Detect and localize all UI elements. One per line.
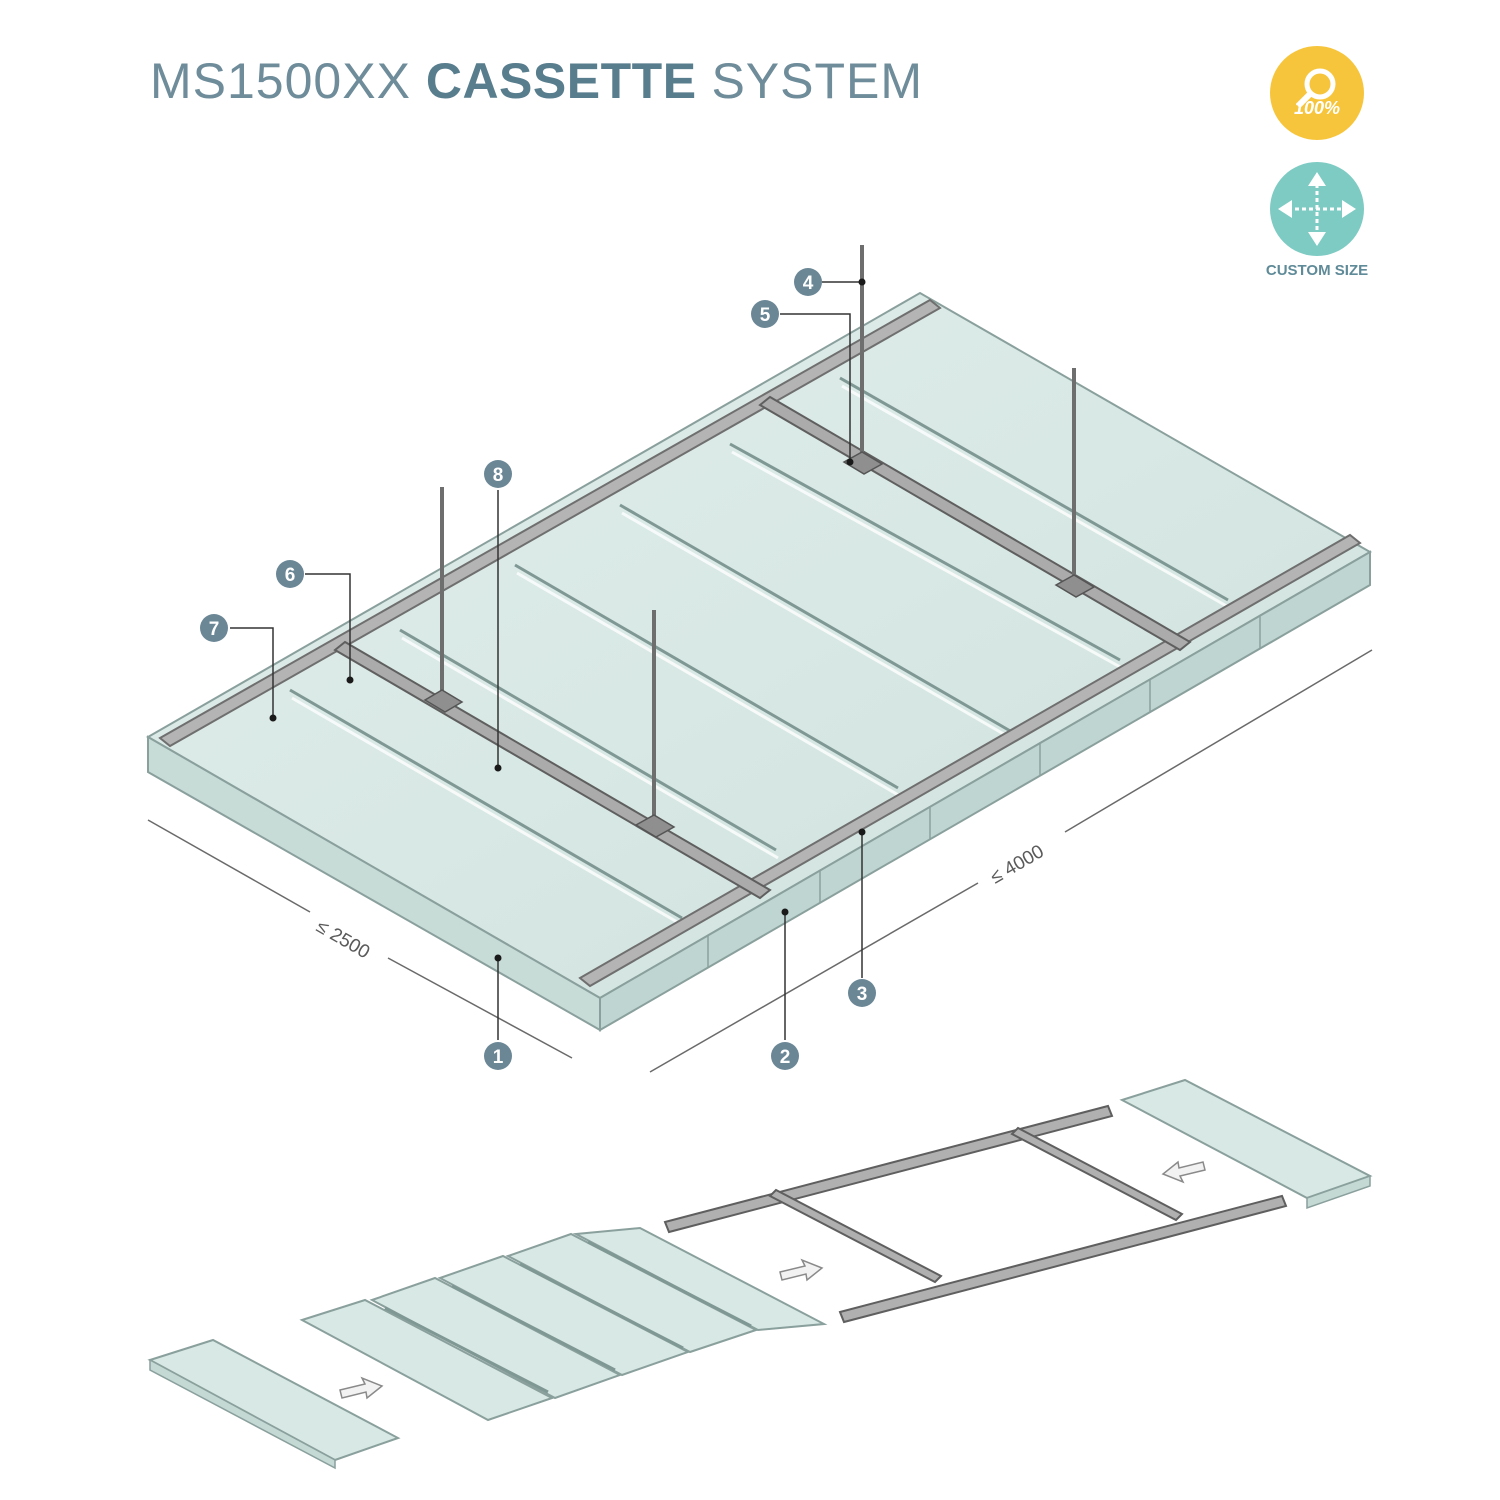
callout-8: 8 [484,460,512,488]
callout-4: 4 [794,268,822,296]
zoom-badge [1270,46,1364,140]
magnifier-icon [1297,68,1336,107]
exploded-view [147,1078,1373,1470]
title-bold: CASSETTE [425,53,697,109]
callout-1: 1 [484,1042,512,1070]
assembled-ceiling [145,245,1372,1032]
carrier-frame [663,1104,1288,1324]
callout-7: 7 [200,614,228,642]
svg-text:2: 2 [780,1047,791,1068]
width-dimension: ≤ 2500 [313,916,374,963]
custom-size-label: CUSTOM SIZE [1265,262,1369,279]
length-dimension: ≤ 4000 [987,841,1048,888]
svg-text:6: 6 [285,565,296,586]
title-prefix: MS1500XX [150,53,411,109]
end-cassette-left [147,1338,401,1470]
svg-text:5: 5 [760,305,771,326]
title-suffix: SYSTEM [711,53,924,109]
callout-6: 6 [276,560,304,588]
page-title: MS1500XX CASSETTE SYSTEM [150,52,923,110]
callout-leaders [230,281,863,1040]
svg-text:8: 8 [493,465,504,486]
custom-size-badge [1270,162,1364,256]
callout-3: 3 [848,979,876,1007]
svg-text:3: 3 [857,984,868,1005]
svg-text:4: 4 [803,273,814,294]
end-cassette-right [1119,1078,1373,1210]
svg-text:7: 7 [209,619,220,640]
four-way-arrow-icon [1278,172,1356,246]
svg-text:1: 1 [493,1047,504,1068]
dimension-lines [147,649,1373,1073]
zoom-badge-label: 100% [1293,98,1341,118]
callout-5: 5 [751,300,779,328]
callout-2: 2 [771,1042,799,1070]
